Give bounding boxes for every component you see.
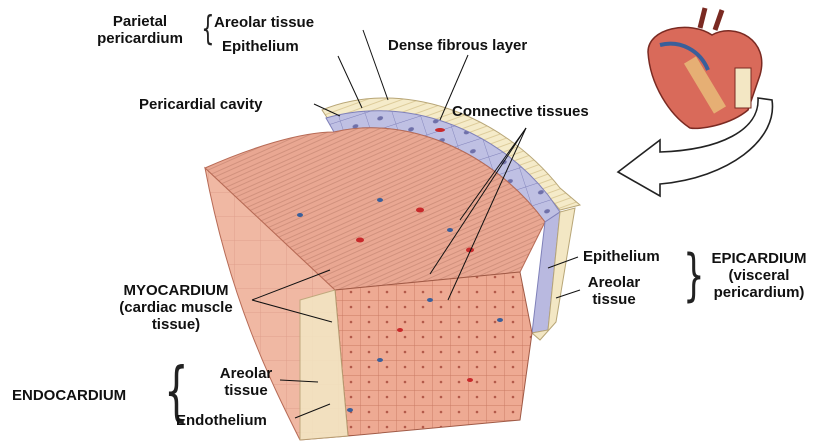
label-connective-tissues: Connective tissues (452, 103, 589, 120)
label-pericardial-cavity: Pericardial cavity (139, 96, 263, 113)
blood-vessels (356, 128, 474, 382)
myocardium-top-surface (204, 127, 546, 291)
label-endocardium: ENDOCARDIUM (12, 387, 127, 404)
label-endothelium: Endothelium (176, 412, 267, 429)
heart-icon (647, 7, 763, 130)
label-areolar-tissue-bottom: Areolar tissue (219, 365, 273, 399)
label-dense-fibrous-layer: Dense fibrous layer (388, 37, 528, 54)
brace-endocardium: { (164, 355, 189, 429)
parietal-pericardium-text: Parietal pericardium (97, 13, 183, 47)
epicardium-areolar-strip (530, 207, 576, 341)
brace-parietal: { (201, 9, 215, 49)
label-areolar-tissue-top: Areolar tissue (214, 14, 315, 31)
label-parietal-pericardium: Parietal pericardium (80, 13, 200, 47)
label-epithelium-top: Epithelium (222, 38, 299, 55)
myocardium-front-face (334, 271, 533, 437)
label-myocardium: MYOCARDIUM (cardiac muscle tissue) (119, 282, 233, 333)
label-areolar-tissue-right: Areolar tissue (587, 274, 641, 308)
leader-lines (251, 29, 581, 419)
label-epicardium: EPICARDIUM (visceral pericardium) (711, 250, 807, 301)
label-epithelium-right: Epithelium (583, 248, 660, 265)
nuclei (297, 198, 503, 412)
curved-arrow-icon (616, 97, 774, 198)
endocardium-strip (299, 289, 349, 441)
brace-epicardium: } (683, 243, 705, 308)
